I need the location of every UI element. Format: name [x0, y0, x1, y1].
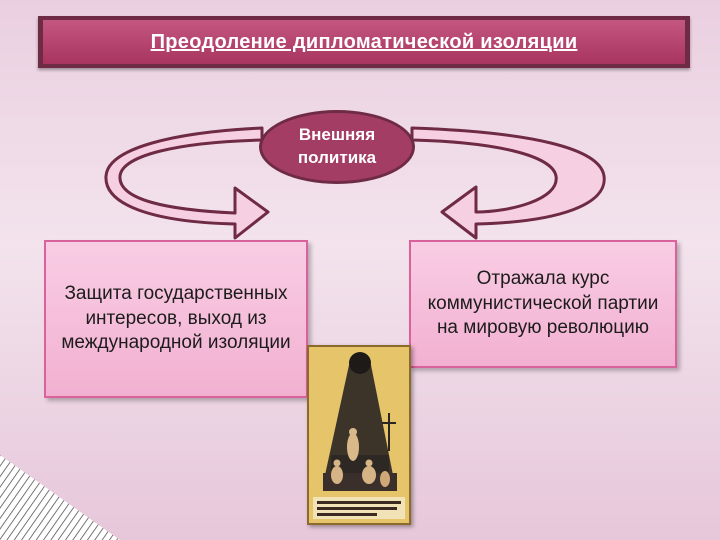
left-curved-arrow [104, 126, 270, 240]
center-oval-foreign-policy: Внешняя политика [259, 110, 415, 184]
right-curved-arrow [410, 126, 606, 240]
left-text-box: Защита государственных интересов, выход … [44, 240, 308, 398]
title-inner: Преодоление дипломатической изоляции [43, 20, 685, 64]
center-label-line2: политика [297, 148, 377, 167]
left-box-text: Защита государственных интересов, выход … [61, 282, 291, 354]
center-label-line1: Внешняя [298, 125, 376, 145]
slide-title: Преодоление дипломатической изоляции [150, 30, 578, 53]
right-text-box: Отражала курс коммунистической партии на… [409, 240, 677, 368]
title-bar: Преодоление дипломатической изоляции [38, 16, 690, 68]
poster-illustration [309, 347, 409, 523]
propaganda-poster-image [307, 345, 411, 525]
right-box-text: Отражала курс коммунистической партии на… [427, 267, 659, 339]
decorative-corner-pattern [0, 455, 120, 540]
